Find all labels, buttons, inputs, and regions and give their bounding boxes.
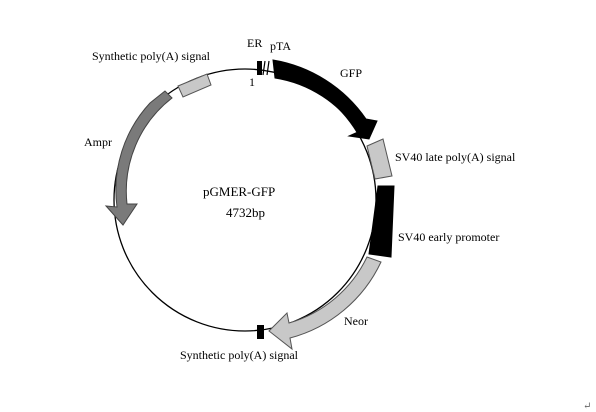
pta-mark-2 bbox=[266, 60, 270, 76]
er-feature-block bbox=[257, 61, 262, 75]
label-sv40-early: SV40 early promoter bbox=[398, 230, 499, 244]
plasmid-size: 4732bp bbox=[226, 205, 265, 220]
neor-feature-arrow bbox=[268, 256, 382, 351]
pta-mark-1 bbox=[262, 60, 266, 76]
label-pta: pTA bbox=[270, 39, 291, 53]
label-neor: Neor bbox=[344, 314, 368, 328]
label-gfp: GFP bbox=[340, 66, 362, 80]
ampr-feature-arrow bbox=[104, 90, 173, 226]
sv40-early-promoter-block bbox=[368, 185, 395, 258]
label-synthetic-bottom: Synthetic poly(A) signal bbox=[180, 348, 299, 362]
label-er: ER bbox=[247, 36, 262, 50]
synthetic-polya-top-box bbox=[177, 73, 212, 98]
gfp-feature-arrow bbox=[272, 59, 378, 140]
synthetic-polya-bottom-block bbox=[257, 325, 264, 339]
label-sv40-late: SV40 late poly(A) signal bbox=[395, 150, 516, 164]
sv40-late-polya-box bbox=[366, 138, 393, 180]
label-position-one: 1 bbox=[249, 75, 255, 89]
label-synthetic-top: Synthetic poly(A) signal bbox=[92, 49, 211, 63]
return-mark: ↵ bbox=[583, 401, 591, 412]
label-ampr: Ampr bbox=[84, 135, 112, 149]
plasmid-name: pGMER-GFP bbox=[203, 184, 275, 199]
